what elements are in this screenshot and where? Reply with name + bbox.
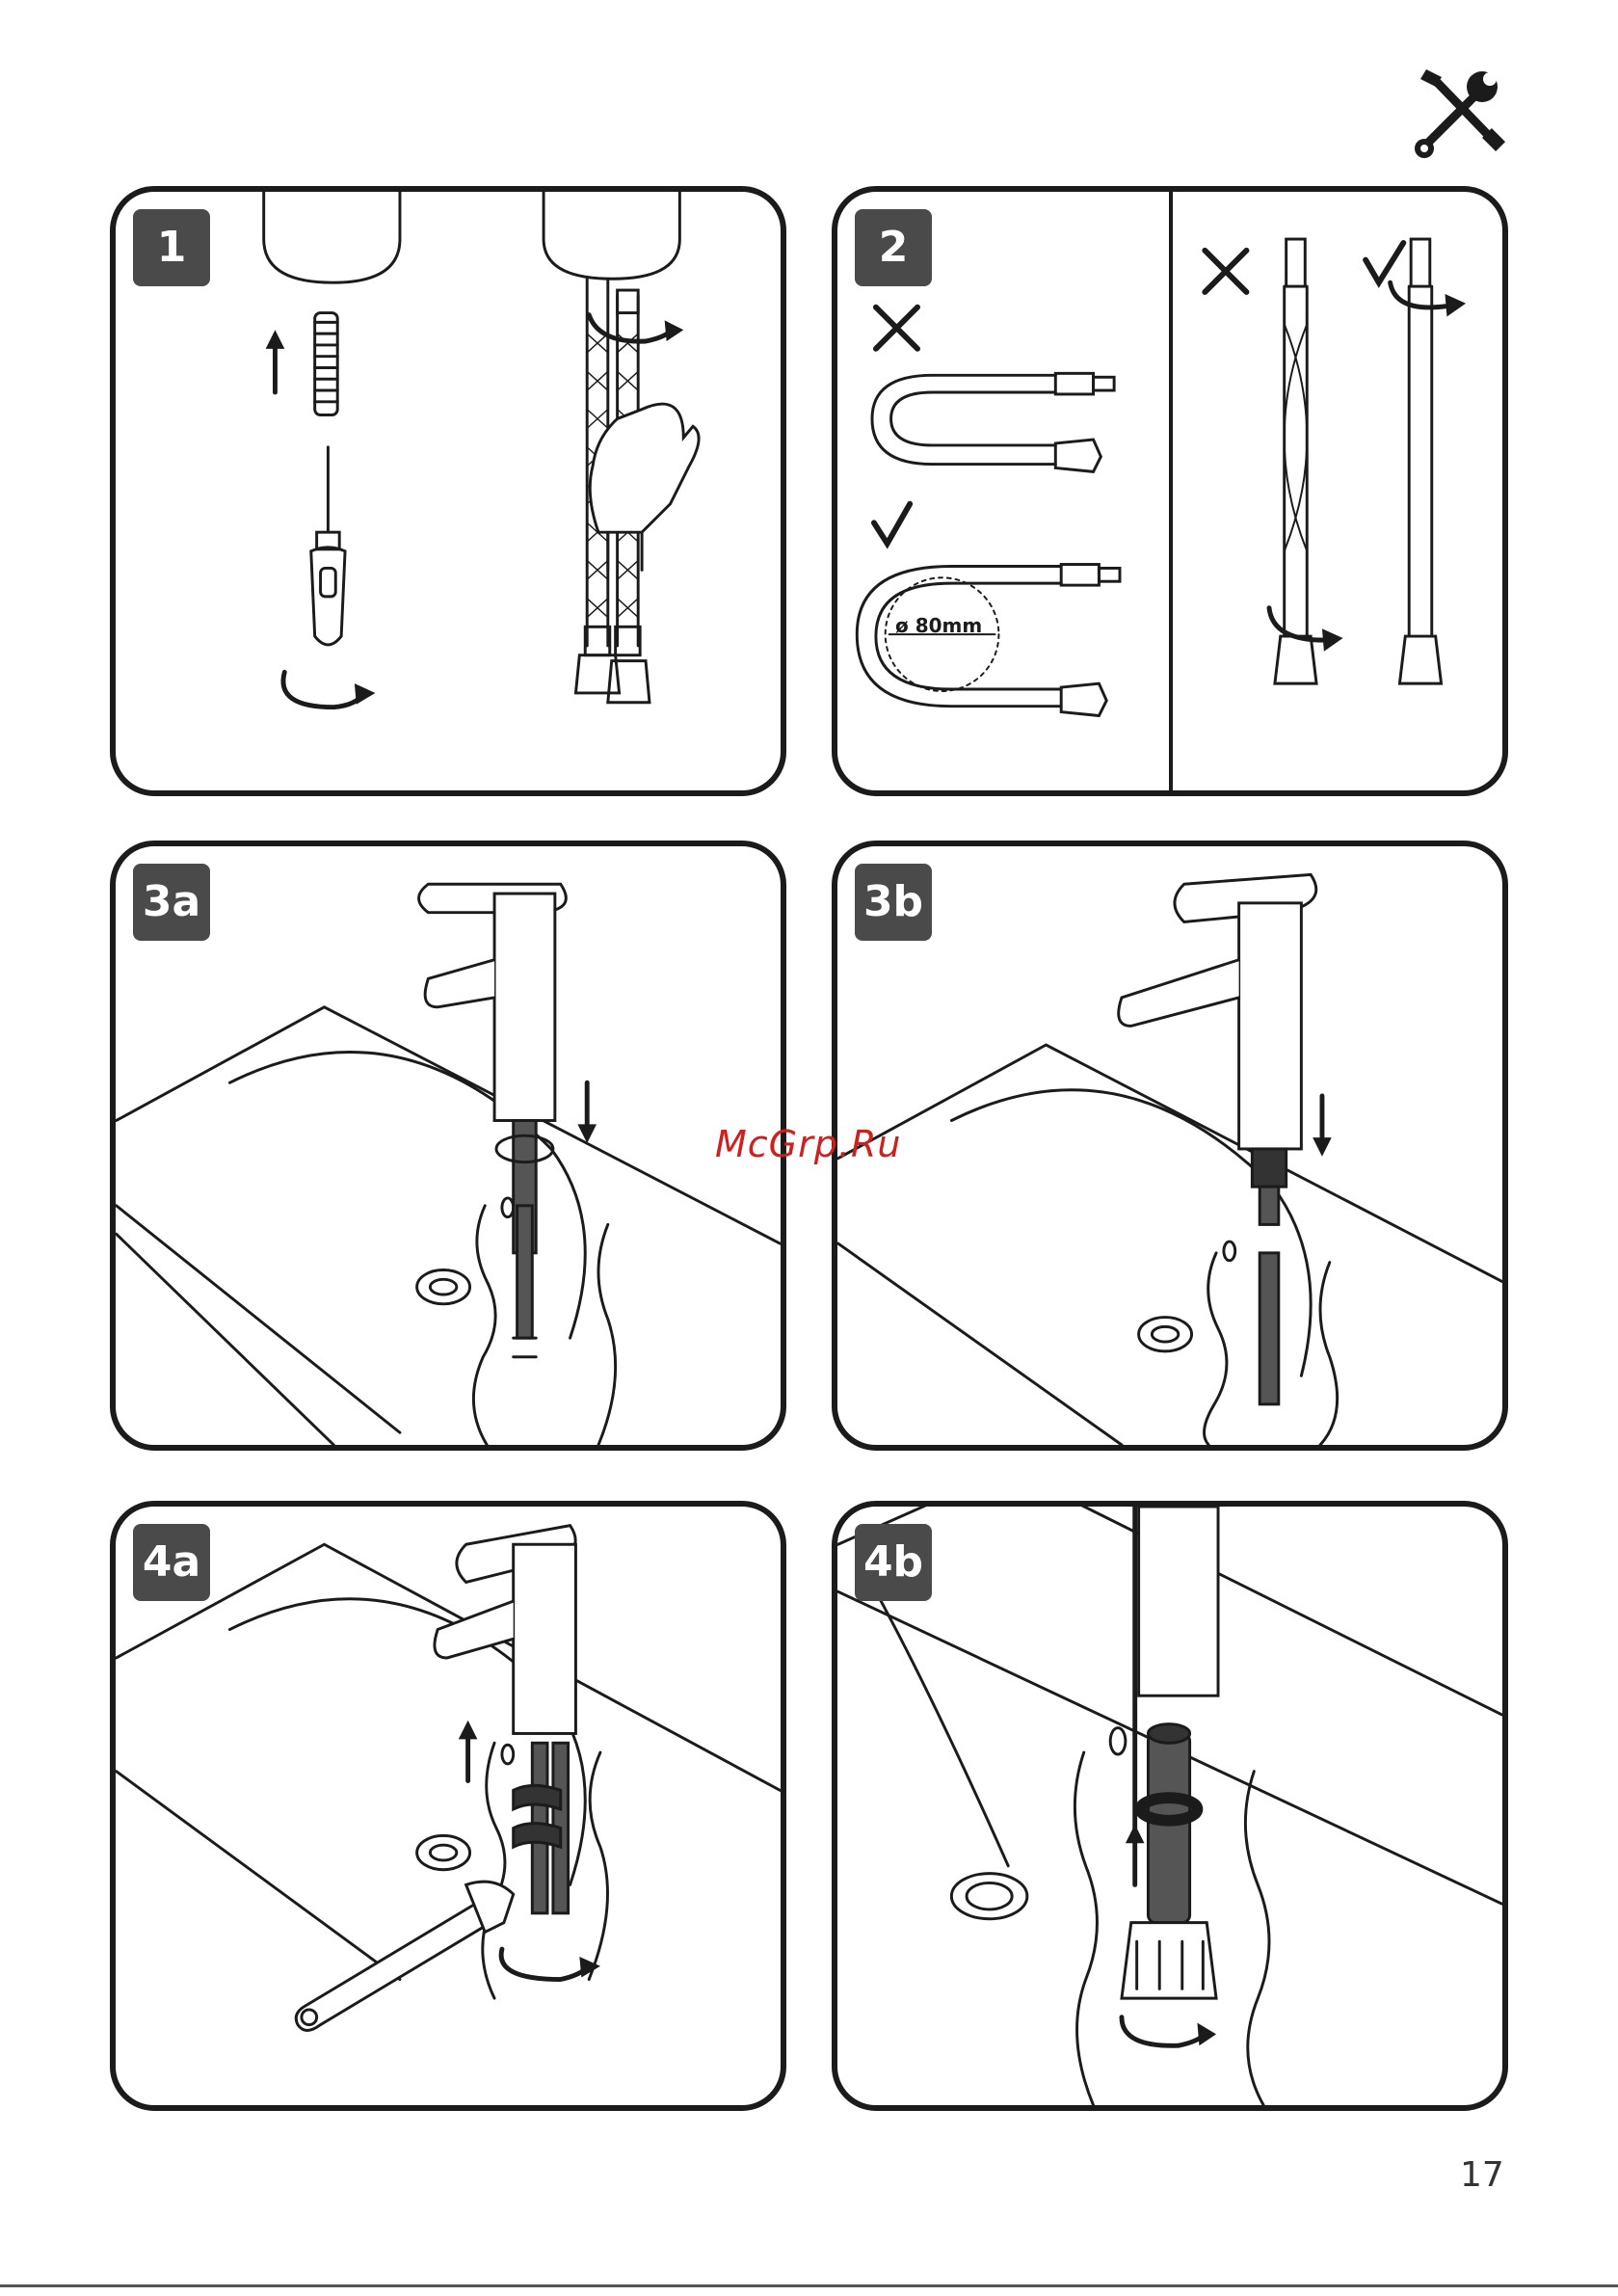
wrong-mark-icon: [876, 307, 917, 349]
step-3a-panel: 3a: [110, 841, 786, 1451]
step-4b-panel: 4b: [832, 1501, 1508, 2111]
wrong-mark-icon: [1205, 251, 1246, 292]
step-3a-illustration: [116, 846, 781, 1445]
step-4a-illustration: [116, 1507, 781, 2105]
step-1-illustration: [116, 192, 781, 790]
step-4b-illustration: [837, 1507, 1502, 2105]
step-1-panel: 1: [110, 186, 786, 796]
step-4b-badge: 4b: [855, 1524, 932, 1601]
step-3b-illustration: [837, 846, 1502, 1445]
bottom-rule: [0, 2284, 1618, 2287]
tools-icon: [1413, 64, 1507, 160]
step-2-panel: 2 ø 80mm: [832, 186, 1508, 796]
correct-mark-icon: [1366, 243, 1403, 282]
page-number: 17: [1460, 2155, 1504, 2195]
step-4a-panel: 4a: [110, 1501, 786, 2111]
step-1-badge: 1: [133, 209, 210, 286]
step-2-illustration: [837, 192, 1502, 790]
step-3b-badge: 3b: [855, 864, 932, 941]
step-4a-badge: 4a: [133, 1524, 210, 1601]
watermark: McGrp.Ru: [715, 1123, 901, 1165]
step-3b-panel: 3b: [832, 841, 1508, 1451]
correct-mark-icon: [874, 504, 910, 544]
step-2-badge: 2: [855, 209, 932, 286]
step-3a-badge: 3a: [133, 864, 210, 941]
